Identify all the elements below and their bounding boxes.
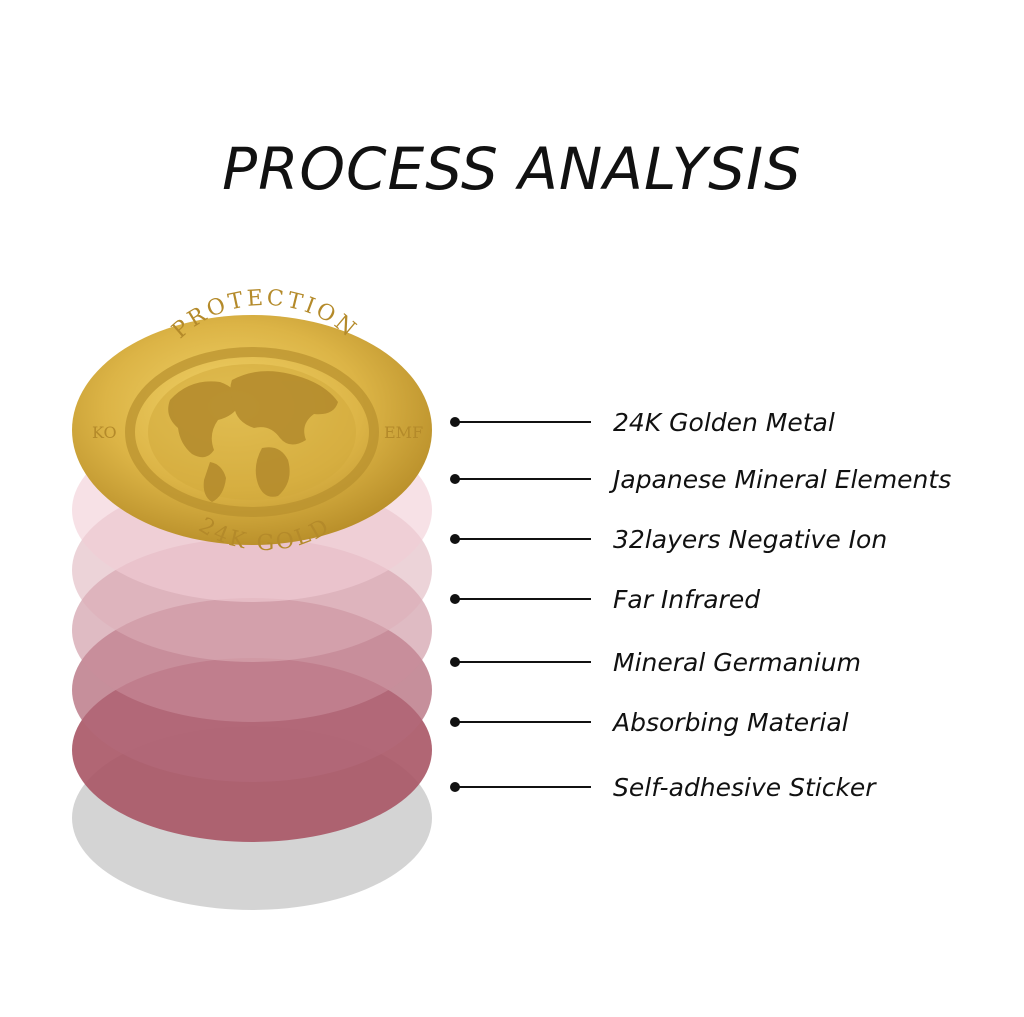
layer-label: Absorbing Material (613, 707, 849, 737)
coin-left-text: KO (92, 423, 117, 442)
callout-line (459, 786, 591, 788)
layer-label: 24K Golden Metal (613, 407, 835, 437)
callout-golden-metal: 24K Golden Metal (450, 408, 835, 437)
globe-icon (168, 371, 338, 502)
callout-far-infrared: Far Infrared (450, 585, 760, 614)
callout-absorbing-material: Absorbing Material (450, 708, 849, 737)
callout-line (459, 661, 591, 663)
callout-negative-ion: 32layers Negative Ion (450, 525, 887, 554)
callout-dot (450, 594, 460, 604)
callout-line (459, 478, 591, 480)
callout-dot (450, 417, 460, 427)
callout-line (459, 598, 591, 600)
callout-self-adhesive-sticker: Self-adhesive Sticker (450, 773, 876, 802)
callout-line (459, 421, 591, 423)
callout-dot (450, 474, 460, 484)
layer-label: 32layers Negative Ion (613, 524, 888, 554)
coin-right-text: EMF (384, 423, 423, 442)
callout-dot (450, 782, 460, 792)
layer-label: Japanese Mineral Elements (613, 464, 952, 494)
callout-line (459, 538, 591, 540)
callout-dot (450, 717, 460, 727)
callout-dot (450, 657, 460, 667)
callout-dot (450, 534, 460, 544)
layer-label: Mineral Germanium (613, 647, 861, 677)
callout-mineral-germanium: Mineral Germanium (450, 648, 861, 677)
layer-label: Far Infrared (613, 584, 761, 614)
callout-line (459, 721, 591, 723)
gold-coin: PROTECTION 24K GOLD KO EMF (72, 286, 432, 556)
layer-label: Self-adhesive Sticker (613, 772, 876, 802)
page-title: PROCESS ANALYSIS (222, 135, 802, 203)
callout-japanese-mineral: Japanese Mineral Elements (450, 465, 951, 494)
